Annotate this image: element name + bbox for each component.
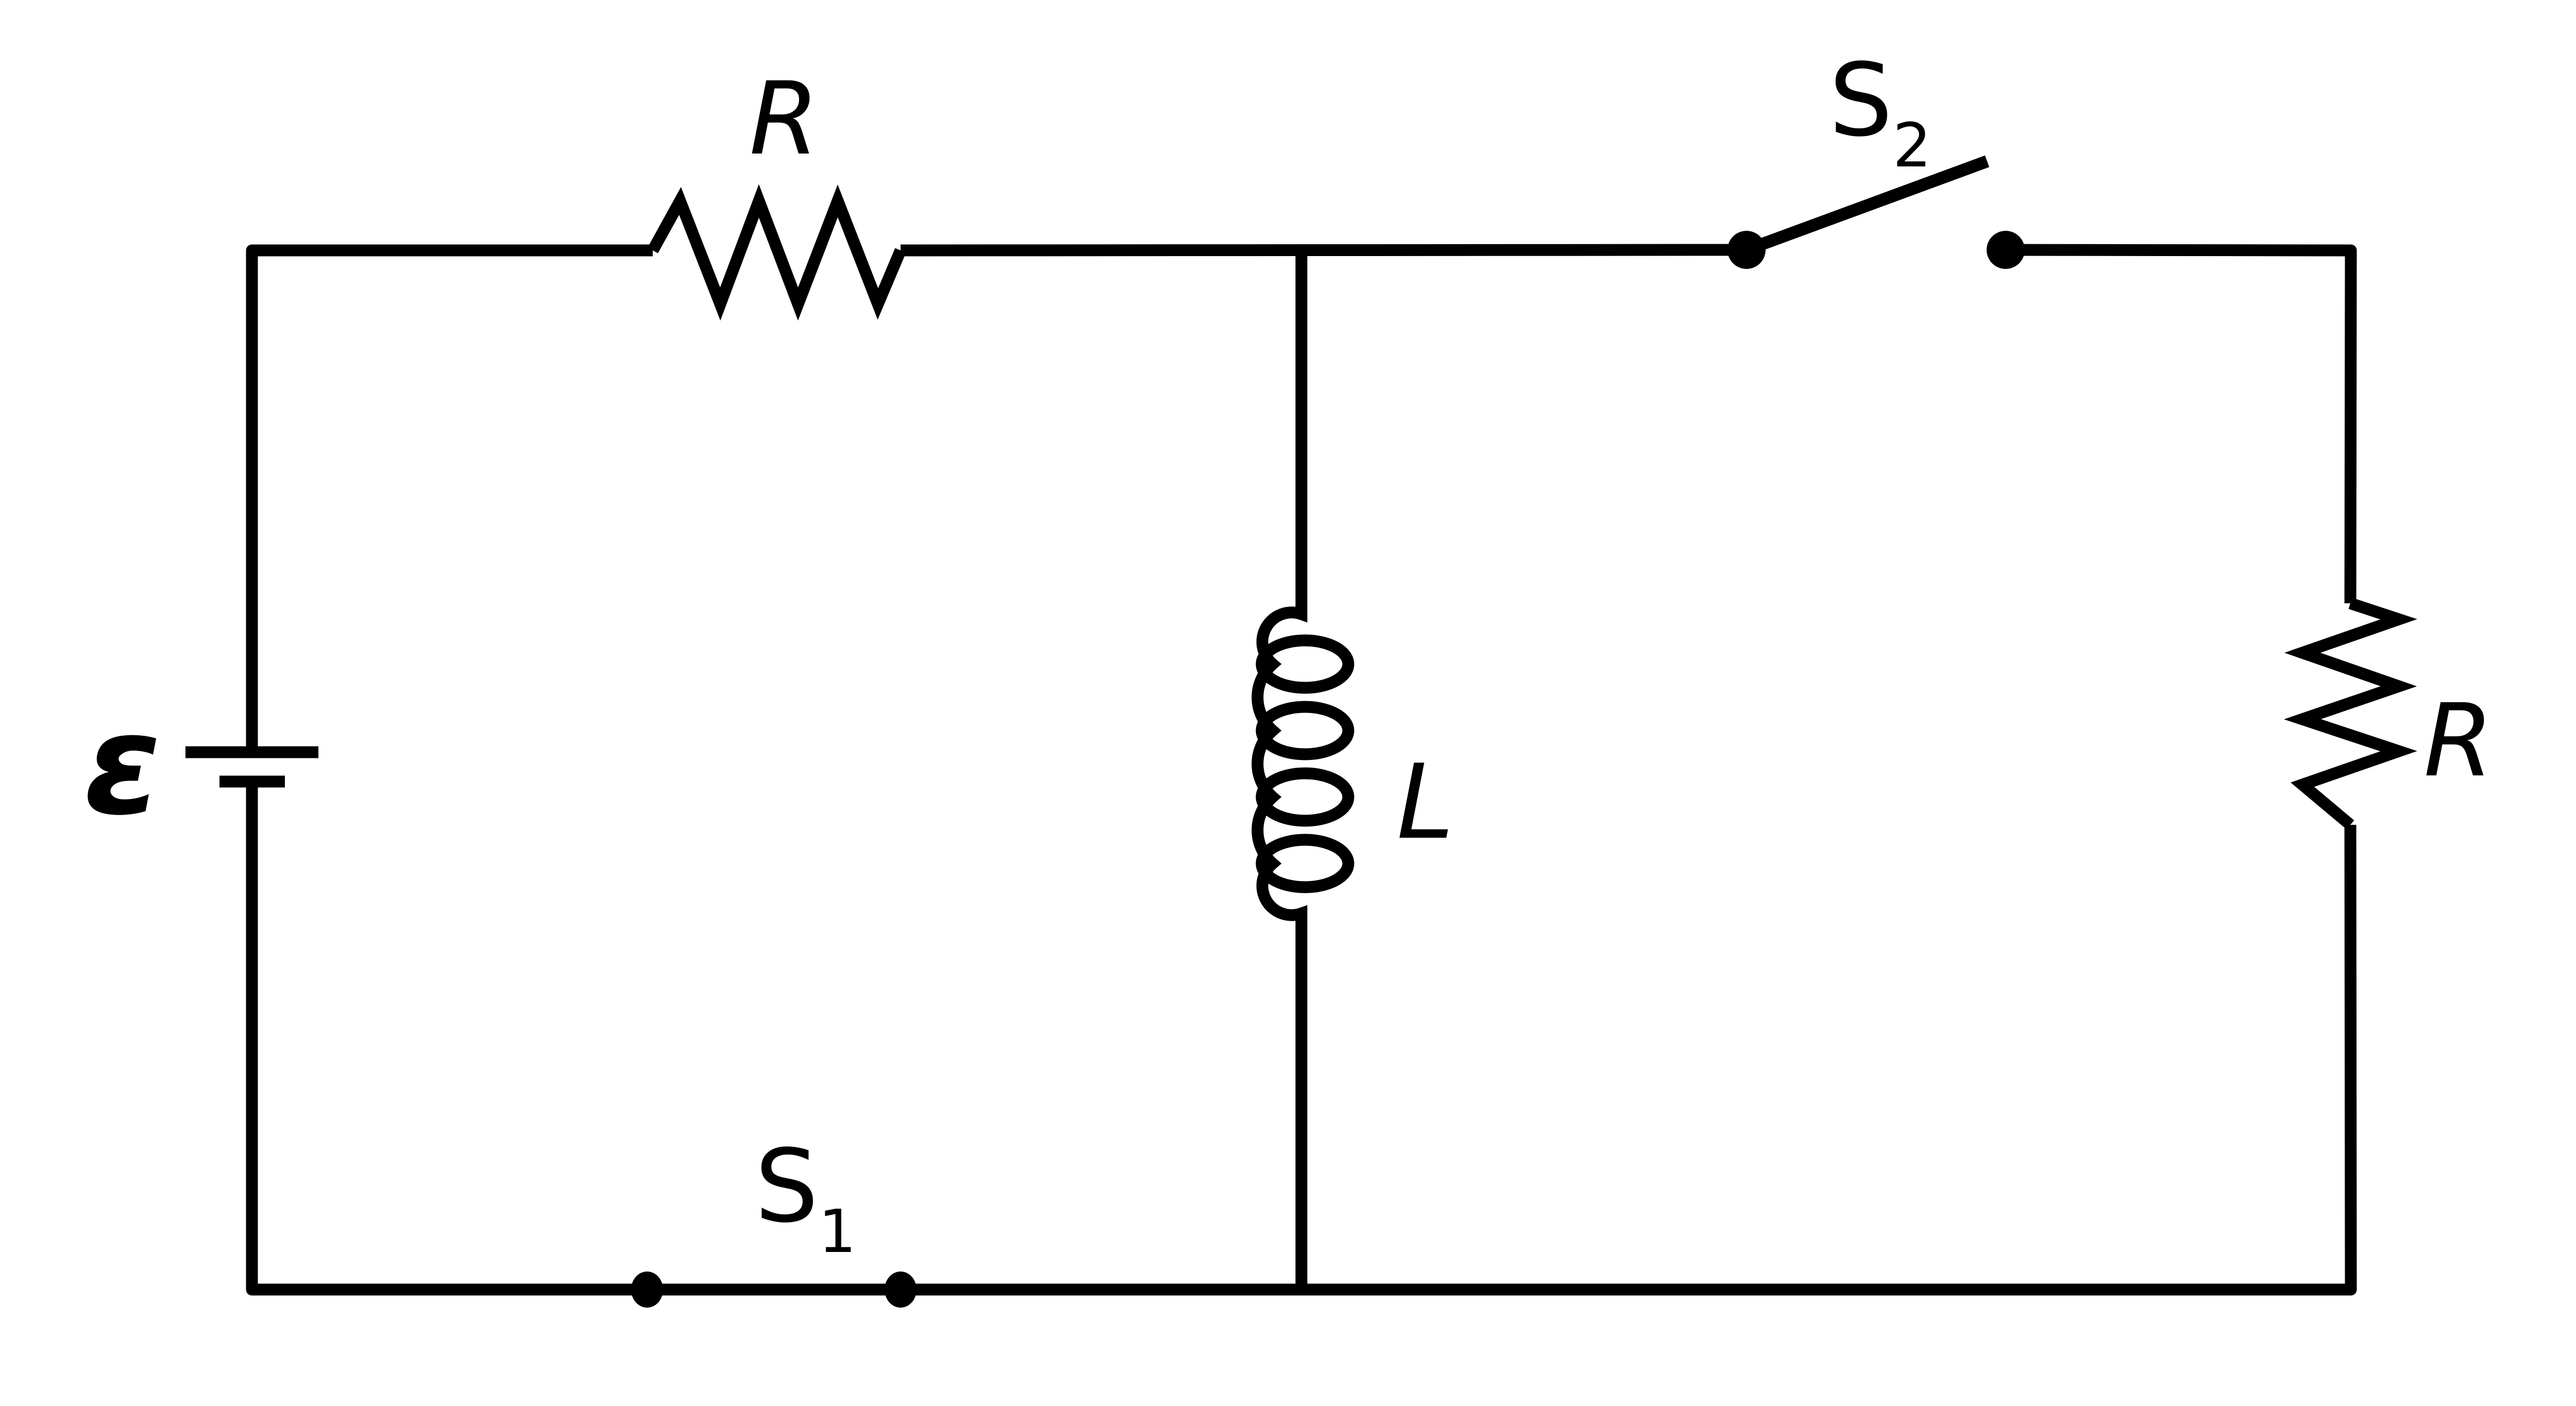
resistor-top-label: R [749,60,819,177]
switch-s1-subscript: 1 [819,1197,856,1266]
switch-s2-terminal-right [1987,231,2025,269]
switch-s2-arm-icon [1744,155,1990,256]
inductor-loop-2 [1256,701,1354,760]
resistor-top-zigzag-icon [647,184,906,321]
circuit-wires [246,244,2357,1296]
inductor-loop-3 [1256,767,1354,827]
switch-s2-label: S2 [1829,42,1931,181]
switch-s1-terminal-left [631,1272,663,1308]
switch-s2: S2 [1727,42,2025,269]
inductor-loop-1 [1256,634,1354,694]
switch-s2-terminal-left [1727,231,1766,269]
inductor-coil-icon [1251,250,1308,1290]
inductor-loop-4 [1256,834,1354,893]
resistor-right-label: R [2424,682,2494,799]
switch-s1: S1 [631,1128,917,1308]
battery: ε [84,684,318,846]
inductor: L [1251,250,1454,1290]
resistor-right: R [2283,598,2494,829]
switch-s1-terminal-right [885,1272,917,1308]
switch-s2-subscript: 2 [1893,110,1931,181]
inductor-label: L [1397,742,1454,862]
resistor-right-zigzag-icon [2283,598,2417,829]
emf-label: ε [84,684,161,846]
switch-s1-label: S1 [755,1128,856,1266]
resistor-top: R [647,60,906,321]
